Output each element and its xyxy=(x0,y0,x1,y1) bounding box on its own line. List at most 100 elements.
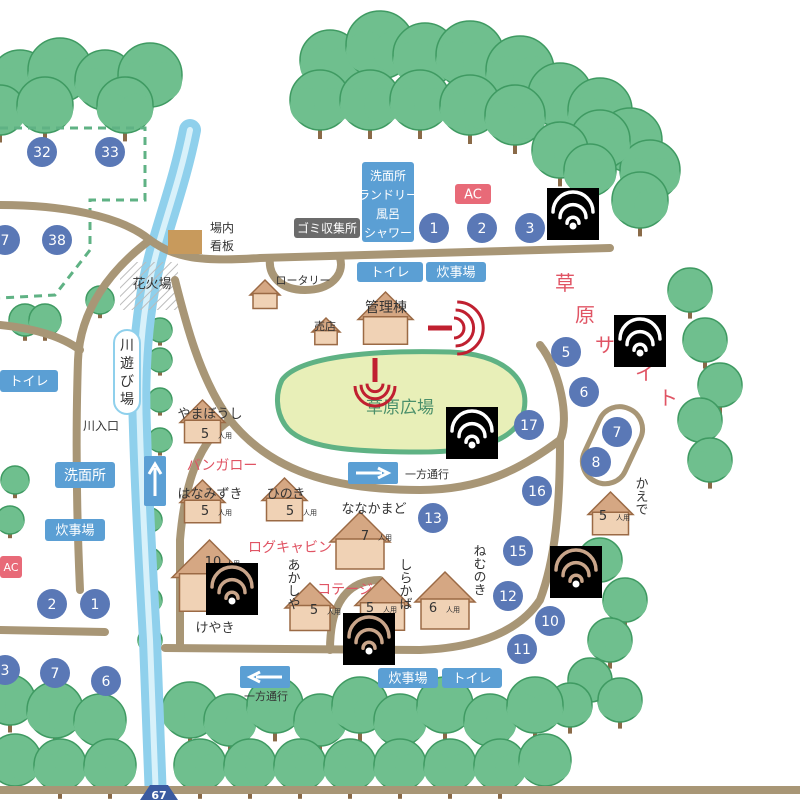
signal-icon xyxy=(428,300,485,356)
campsite-marker[interactable]: 11 xyxy=(507,634,537,664)
tree xyxy=(339,69,401,139)
campsite-marker[interactable]: 32 xyxy=(27,137,57,167)
tree xyxy=(96,76,154,142)
campsite-marker[interactable]: 16 xyxy=(522,476,552,506)
wifi-icon xyxy=(547,188,599,240)
tree xyxy=(0,465,30,499)
meadow-label: 草原広場 xyxy=(366,398,434,418)
kitchen-west: 炊事場 xyxy=(45,519,105,541)
campsite-marker[interactable]: 7 xyxy=(0,225,20,255)
campsite-marker[interactable]: 7 xyxy=(602,417,632,447)
campsite-number: 7 xyxy=(51,666,60,682)
wifi-icon xyxy=(446,407,498,459)
campsite-marker[interactable]: 6 xyxy=(91,666,121,696)
toilet-north: トイレ xyxy=(357,262,423,282)
sign-label-2: 看板 xyxy=(210,239,234,253)
campsite-marker[interactable]: 15 xyxy=(503,536,533,566)
campsite-marker[interactable]: 3 xyxy=(0,655,20,685)
river-entrance-label: 川入口 xyxy=(83,419,119,433)
tree xyxy=(0,505,25,539)
river-play-char: 川 xyxy=(120,338,134,354)
campsite-marker[interactable]: 2 xyxy=(467,213,497,243)
campsite-number: 2 xyxy=(478,221,487,237)
ac-north: AC xyxy=(455,184,491,204)
shop-label: 売店 xyxy=(314,319,336,333)
campsite-marker[interactable]: 5 xyxy=(551,337,581,367)
campsite-marker[interactable]: 13 xyxy=(418,503,448,533)
tree xyxy=(597,677,643,729)
sign-label-1: 場内 xyxy=(210,221,234,235)
tree xyxy=(682,317,728,369)
cabin-capacity-unit: 人用 xyxy=(378,534,392,542)
campsite-number: 13 xyxy=(424,511,442,527)
campsite-number: 1 xyxy=(91,597,100,613)
fire-area-label: 花火場 xyxy=(132,276,171,292)
campsite-marker[interactable]: 10 xyxy=(535,606,565,636)
toilet-west: トイレ xyxy=(0,370,58,392)
garbage-area-label: ゴミ収集所 xyxy=(297,220,357,235)
cabin-capacity-unit: 人用 xyxy=(383,606,397,614)
one-way-west-arrow xyxy=(240,666,290,688)
campsite-number: 6 xyxy=(580,385,589,401)
one-way-west-label: 一方通行 xyxy=(244,689,288,703)
cabin-name: ひのき xyxy=(267,487,306,502)
cottage-label: コテージ xyxy=(317,582,373,598)
river xyxy=(128,119,201,800)
washroom-line: シャワー xyxy=(364,226,412,240)
cabin-capacity: 5 xyxy=(286,504,294,519)
tree xyxy=(463,693,517,754)
ac-west: AC xyxy=(0,556,22,578)
tree xyxy=(147,427,173,456)
tree xyxy=(273,738,327,799)
campsite-marker[interactable]: 3 xyxy=(515,213,545,243)
ac-west-label: AC xyxy=(3,561,18,574)
toilet-south-label: トイレ xyxy=(452,672,491,687)
tree xyxy=(33,738,87,799)
rotary-label: ロータリー xyxy=(276,274,331,287)
cabin-capacity: 5 xyxy=(366,601,374,616)
tree xyxy=(423,738,477,799)
campsite-marker[interactable]: 1 xyxy=(419,213,449,243)
campsite-number: 32 xyxy=(33,145,51,161)
cabin-capacity-unit: 人用 xyxy=(446,606,460,614)
wifi-icon xyxy=(614,315,666,367)
campsite-number: 1 xyxy=(430,221,439,237)
cabin-capacity-unit: 人用 xyxy=(218,432,232,440)
campsite-marker[interactable]: 38 xyxy=(42,225,72,255)
campsite-marker[interactable]: 2 xyxy=(37,589,67,619)
campsite-number: 3 xyxy=(526,221,535,237)
campsite-marker[interactable]: 33 xyxy=(95,137,125,167)
campsite-number: 7 xyxy=(613,425,622,441)
cabin-capacity-unit: 人用 xyxy=(327,608,341,616)
campsite-number: 38 xyxy=(48,233,66,249)
campsite-marker[interactable]: 7 xyxy=(40,658,70,688)
meadow-site-char: 原 xyxy=(575,303,595,327)
campsite-marker[interactable]: 6 xyxy=(569,377,599,407)
toilet-north-label: トイレ xyxy=(370,266,409,281)
cabin-akashiya xyxy=(283,581,337,632)
shop-house xyxy=(310,316,342,346)
campsite-number: 17 xyxy=(520,418,538,434)
campsite-marker[interactable]: 8 xyxy=(581,447,611,477)
oval-pad xyxy=(579,404,646,487)
cabin-capacity: 5 xyxy=(201,427,209,442)
site-boundary xyxy=(0,126,147,300)
cabin-capacity: 6 xyxy=(429,601,437,616)
cabin-yamaboushi xyxy=(178,398,227,444)
tree xyxy=(518,733,572,794)
one-way-east-label: 一方通行 xyxy=(405,467,449,481)
tree xyxy=(16,76,74,142)
tree xyxy=(602,577,648,629)
campsite-marker[interactable]: 17 xyxy=(514,410,544,440)
campsite-marker[interactable]: 12 xyxy=(493,581,523,611)
cabin-name: ねむのき xyxy=(471,544,487,596)
kitchen-south: 炊事場 xyxy=(378,668,438,688)
management-label: 管理棟 xyxy=(365,300,407,316)
cabin-kaede xyxy=(586,490,635,536)
tree xyxy=(289,69,351,139)
tree xyxy=(563,143,617,204)
campsite-marker[interactable]: 1 xyxy=(80,589,110,619)
campsite-number: 16 xyxy=(528,484,546,500)
